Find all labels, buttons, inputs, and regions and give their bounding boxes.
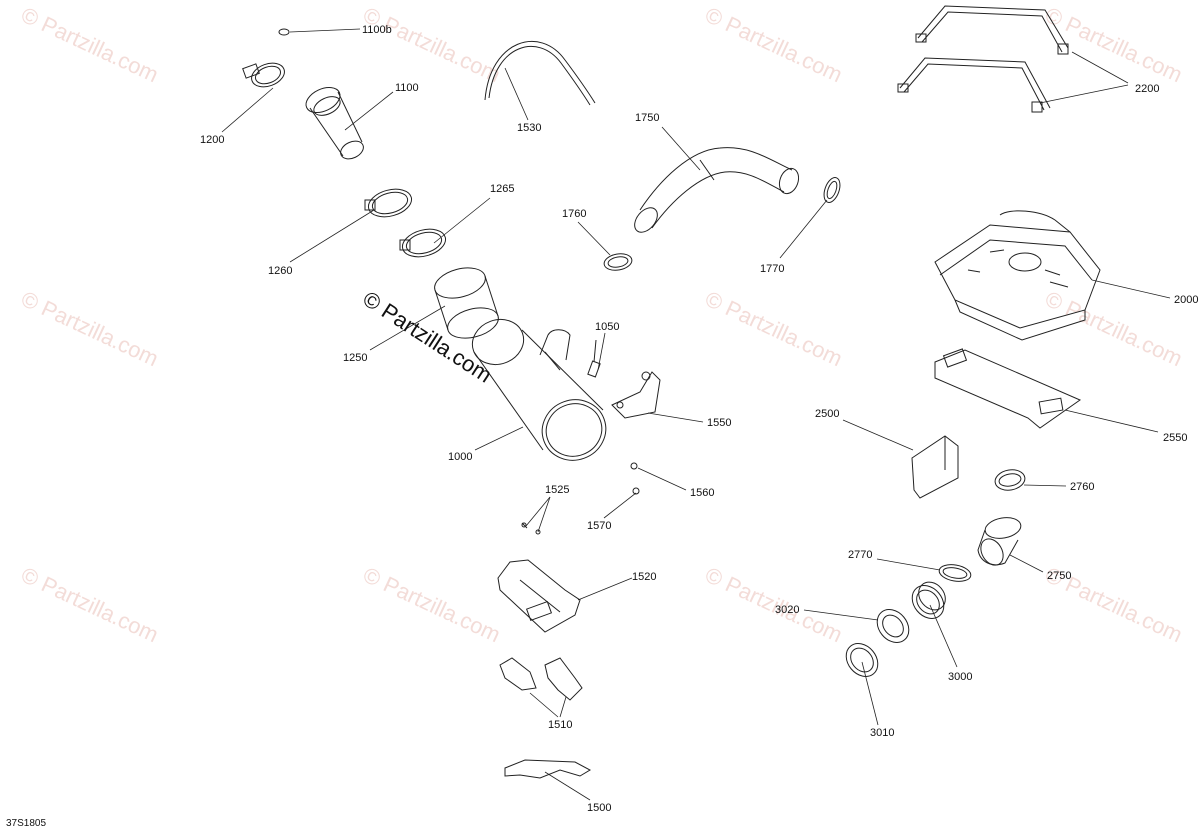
callout-1750[interactable]: 1750 xyxy=(635,112,660,124)
part-clamp-1770 xyxy=(823,177,841,203)
callout-2550[interactable]: 2550 xyxy=(1163,432,1188,444)
part-brackets-2200 xyxy=(897,5,1069,113)
part-tube-1100 xyxy=(305,86,364,160)
callout-2770[interactable]: 2770 xyxy=(848,549,873,561)
callout-1770[interactable]: 1770 xyxy=(760,263,785,275)
part-clamp-1200 xyxy=(242,62,285,88)
callout-3010[interactable]: 3010 xyxy=(870,727,895,739)
part-muffler-2000 xyxy=(934,210,1101,341)
callout-1525[interactable]: 1525 xyxy=(545,484,570,496)
callout-1560[interactable]: 1560 xyxy=(690,487,715,499)
leader-lines xyxy=(221,28,1171,801)
callout-1100b[interactable]: 1100b xyxy=(362,24,392,36)
callout-1000[interactable]: 1000 xyxy=(448,451,473,463)
part-shield-2550 xyxy=(934,348,1082,429)
callout-1260[interactable]: 1260 xyxy=(268,265,293,277)
callout-1510[interactable]: 1510 xyxy=(548,719,573,731)
callout-1570[interactable]: 1570 xyxy=(587,520,612,532)
callout-1530[interactable]: 1530 xyxy=(517,122,542,134)
part-clamp-1760 xyxy=(603,253,633,271)
callout-2000[interactable]: 2000 xyxy=(1174,294,1199,306)
part-pipe-1750 xyxy=(634,147,800,233)
part-clamp-2770 xyxy=(938,564,972,582)
part-shield-1520 xyxy=(497,559,581,633)
callout-1500[interactable]: 1500 xyxy=(587,802,612,814)
part-clamp-1265 xyxy=(399,228,447,258)
callout-1760[interactable]: 1760 xyxy=(562,208,587,220)
diagram-code: 37S1805 xyxy=(6,818,47,829)
callout-1200[interactable]: 1200 xyxy=(200,134,225,146)
callout-1100[interactable]: 1100 xyxy=(395,82,419,94)
part-clamp-2760 xyxy=(994,469,1026,491)
callout-2500[interactable]: 2500 xyxy=(815,408,840,420)
part-strap-1530 xyxy=(484,41,596,104)
part-silencer-1000 xyxy=(471,318,607,461)
callout-1520[interactable]: 1520 xyxy=(632,571,657,583)
part-sensor-1050 xyxy=(587,339,601,378)
callout-2750[interactable]: 2750 xyxy=(1047,570,1072,582)
callout-3020[interactable]: 3020 xyxy=(775,604,800,616)
part-brackets-1510 xyxy=(499,657,583,701)
part-plate-1500 xyxy=(504,759,592,779)
callout-1550[interactable]: 1550 xyxy=(707,417,732,429)
part-clamp-1260 xyxy=(364,188,413,218)
callout-1265[interactable]: 1265 xyxy=(490,183,515,195)
part-washer-1570 xyxy=(632,487,640,495)
callout-2760[interactable]: 2760 xyxy=(1070,481,1095,493)
part-screws-1525 xyxy=(521,522,541,535)
part-sleeve-1250 xyxy=(434,267,499,339)
part-bracket-2500 xyxy=(911,435,959,499)
callout-3000[interactable]: 3000 xyxy=(948,671,973,683)
callout-1250[interactable]: 1250 xyxy=(343,352,368,364)
part-nut-1560 xyxy=(630,462,638,470)
part-ring-3010 xyxy=(845,643,879,677)
part-gasket-3020 xyxy=(876,609,910,643)
part-bracket-1550 xyxy=(611,371,661,419)
callout-2200[interactable]: 2200 xyxy=(1135,83,1160,95)
part-elbow-2750 xyxy=(977,517,1022,566)
part-coupling-3000 xyxy=(911,581,946,619)
callout-1050[interactable]: 1050 xyxy=(595,321,620,333)
